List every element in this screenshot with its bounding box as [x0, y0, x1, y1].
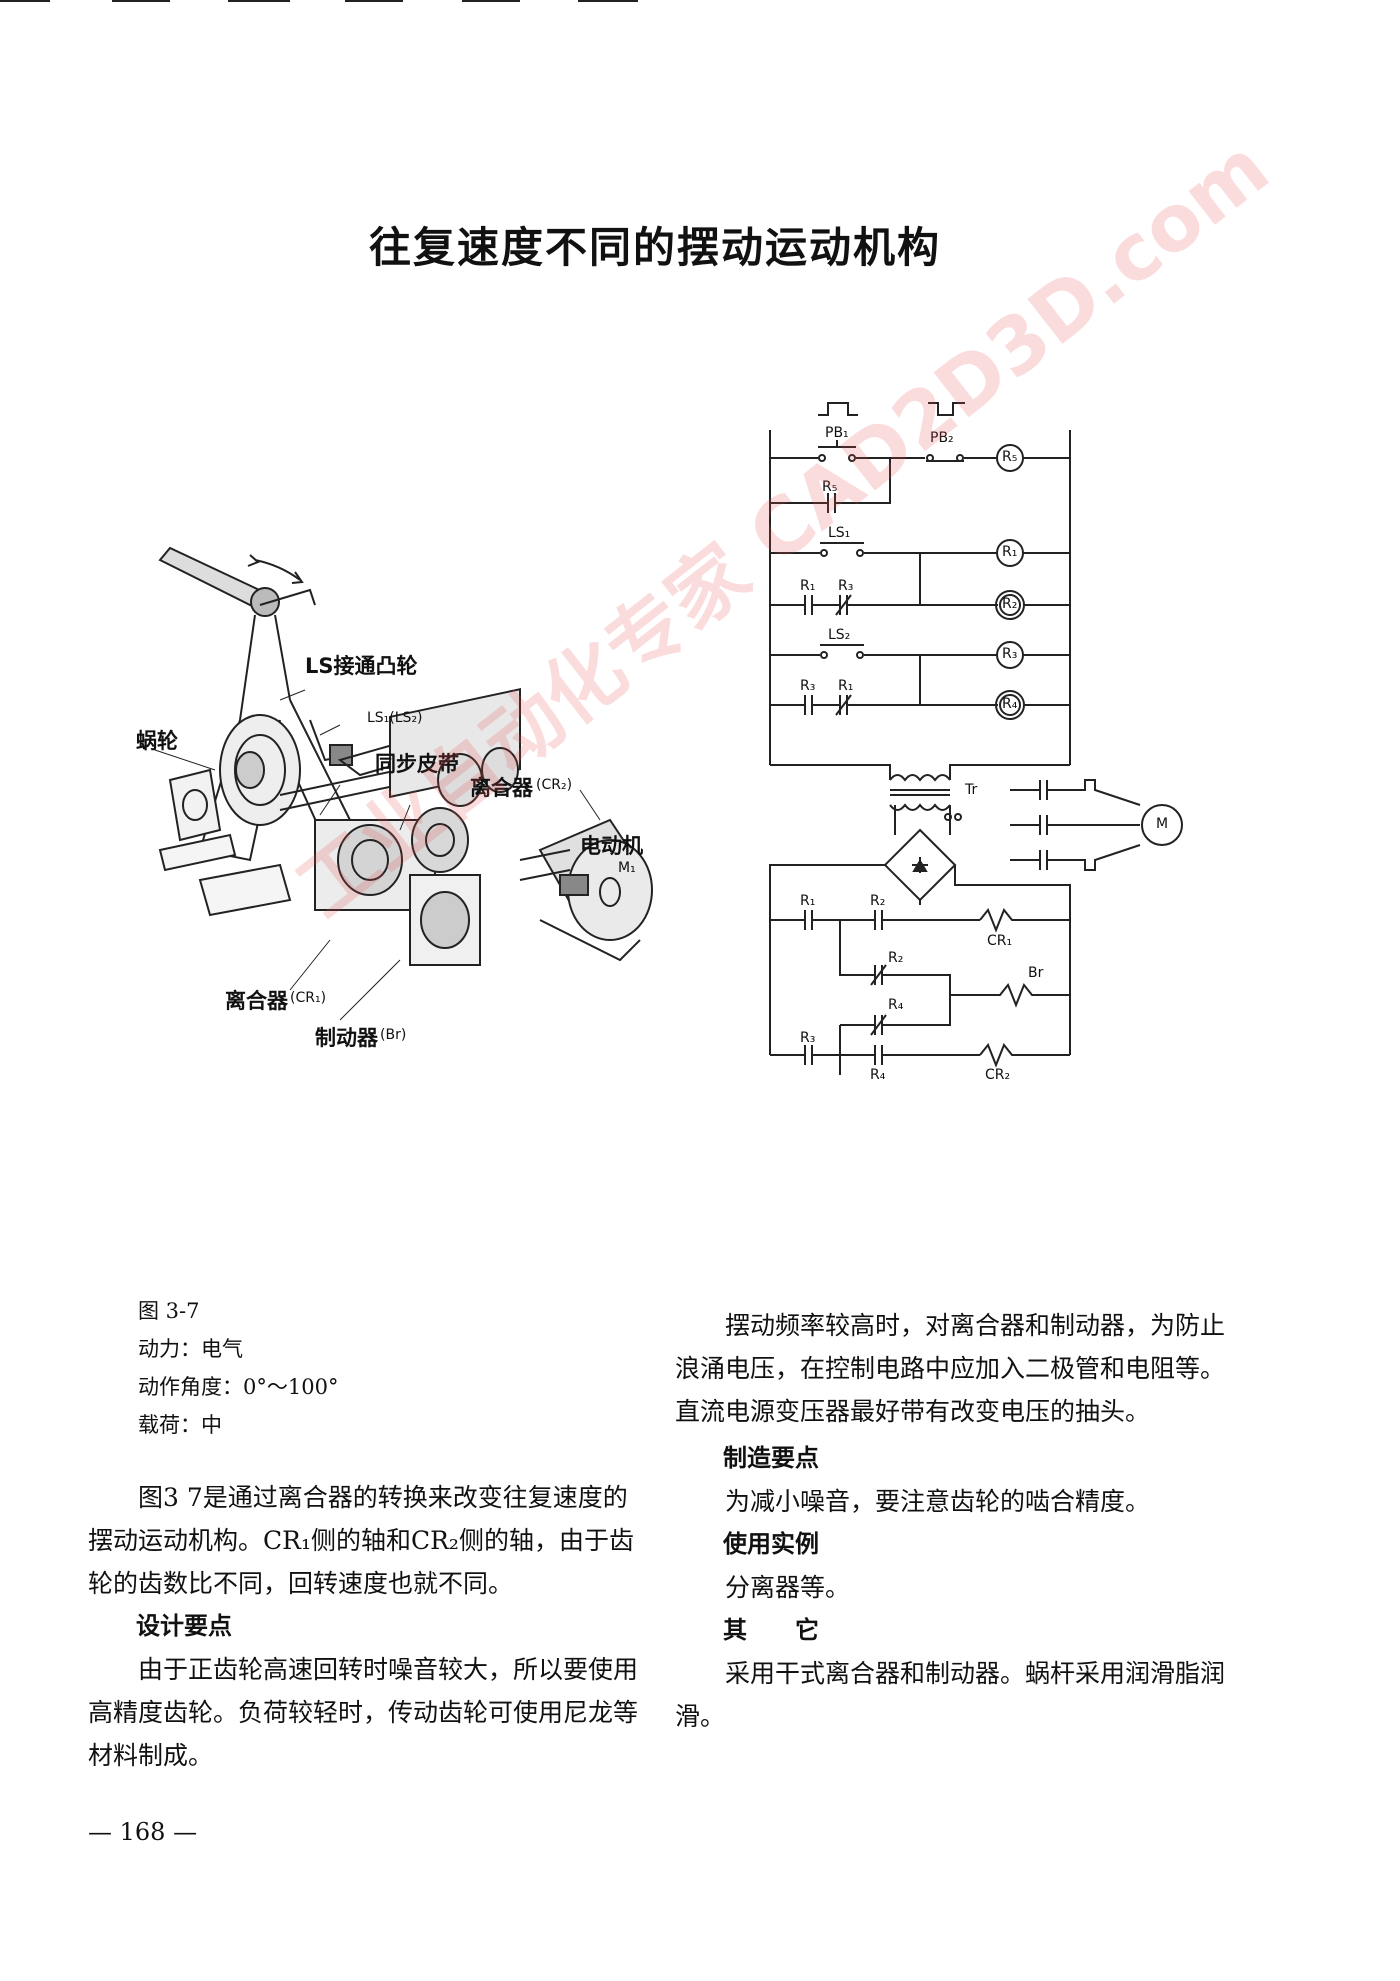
clutch-cr1-label: 离合器 — [225, 989, 288, 1013]
motor-sub-label: M₁ — [618, 860, 636, 876]
design-heading: 设计要点 — [136, 1612, 232, 1640]
example-paragraph: 分离器等。 — [725, 1573, 851, 1602]
r3-coil-label: R₃ — [1002, 646, 1018, 662]
ls1-label: LS₁ — [828, 525, 851, 541]
right-column: 摆动频率较高时，对离合器和制动器，为防止浪涌电压，在控制电路中应加入二极管和电阻… — [675, 1304, 1235, 1738]
brake-sub-label: (Br) — [380, 1027, 407, 1043]
clutch-cr2-sub-label: (CR₂) — [536, 777, 573, 793]
other-paragraph: 采用干式离合器和制动器。蜗杆采用润滑脂润滑。 — [675, 1659, 1226, 1731]
r3b-contact-label: R₃ — [800, 678, 816, 694]
r5-coil-label: R₅ — [1002, 449, 1018, 465]
design-paragraph: 由于正齿轮高速回转时噪音较大，所以要使用高精度齿轮。负荷较轻时，传动齿轮可使用尼… — [88, 1655, 639, 1770]
r4-coil-label: R₄ — [1002, 696, 1018, 712]
worm-wheel-label: 蜗轮 — [136, 729, 178, 753]
r2-coil-label: R₂ — [1002, 596, 1018, 612]
clutch-cr2-label: 离合器 — [470, 776, 533, 800]
mechanism-drawing — [154, 546, 653, 1021]
angle-line: 动作角度：0°～100° — [138, 1375, 339, 1399]
r1-contact-label: R₁ — [800, 578, 816, 594]
r1b-contact-label: R₁ — [838, 678, 854, 694]
clutch-cr1-sub-label: (CR₁) — [290, 990, 327, 1006]
r2-mid-label: R₂ — [888, 950, 904, 966]
ls2-label: LS₂ — [828, 627, 851, 643]
page-number: — 168 — — [88, 1818, 198, 1846]
page-title: 往复速度不同的摆动运动机构 — [368, 223, 941, 272]
r1-lower-label: R₁ — [800, 893, 816, 909]
tr-label: Tr — [965, 782, 978, 798]
ls-switch-label: LS₁(LS₂) — [367, 710, 423, 726]
left-column: 图3 7是通过离合器的转换来改变往复速度的摆动运动机构。CR₁侧的轴和CR₂侧的… — [88, 1476, 648, 1777]
pb2-label: PB₂ — [930, 430, 954, 446]
example-heading: 使用实例 — [723, 1530, 819, 1558]
r3-lower-label: R₃ — [800, 1030, 816, 1046]
ls-cam-label: LS接通凸轮 — [305, 654, 418, 678]
r1-coil-label: R₁ — [1002, 544, 1018, 560]
r3-contact-label: R₃ — [838, 578, 854, 594]
pb1-label: PB₁ — [825, 425, 849, 441]
motor-label: 电动机 — [580, 834, 643, 858]
manufacture-paragraph: 为减小噪音，要注意齿轮的啮合精度。 — [725, 1487, 1151, 1516]
figure-number: 图 3-7 — [138, 1299, 200, 1323]
figure-meta: 图 3-7 动力：电气 动作角度：0°～100° 载荷：中 — [138, 1292, 338, 1444]
brake-label: 制动器 — [315, 1026, 378, 1050]
motor-symbol-label: M — [1156, 816, 1169, 832]
r4-lower-label: R₄ — [870, 1067, 886, 1083]
r2-lower-label: R₂ — [870, 893, 886, 909]
cr1-label: CR₁ — [987, 933, 1013, 949]
r5-contact-label: R₅ — [822, 479, 838, 495]
other-heading: 其 它 — [723, 1616, 819, 1644]
surge-paragraph: 摆动频率较高时，对离合器和制动器，为防止浪涌电压，在控制电路中应加入二极管和电阻… — [675, 1311, 1226, 1426]
intro-paragraph: 图3 7是通过离合器的转换来改变往复速度的摆动运动机构。CR₁侧的轴和CR₂侧的… — [88, 1483, 634, 1598]
circuit-figure: PB₁ PB₂ R₅ R₅ LS₁ R₁ R₁ R₃ R₂ LS₂ R₃ R₃ … — [740, 385, 1200, 1085]
r4-mid-label: R₄ — [888, 997, 904, 1013]
circuit-drawing — [769, 402, 1183, 1075]
manufacture-heading: 制造要点 — [723, 1444, 819, 1472]
br-label: Br — [1028, 965, 1044, 981]
timing-belt-label: 同步皮带 — [375, 752, 459, 776]
cr2-label: CR₂ — [985, 1067, 1011, 1083]
load-line: 载荷：中 — [138, 1413, 222, 1437]
mechanism-figure: LS接通凸轮 LS₁(LS₂) 蜗轮 同步皮带 离合器 (CR₂) 电动机 M₁… — [136, 520, 680, 1060]
top-edge-marks — [0, 0, 700, 6]
power-line: 动力：电气 — [138, 1337, 243, 1361]
